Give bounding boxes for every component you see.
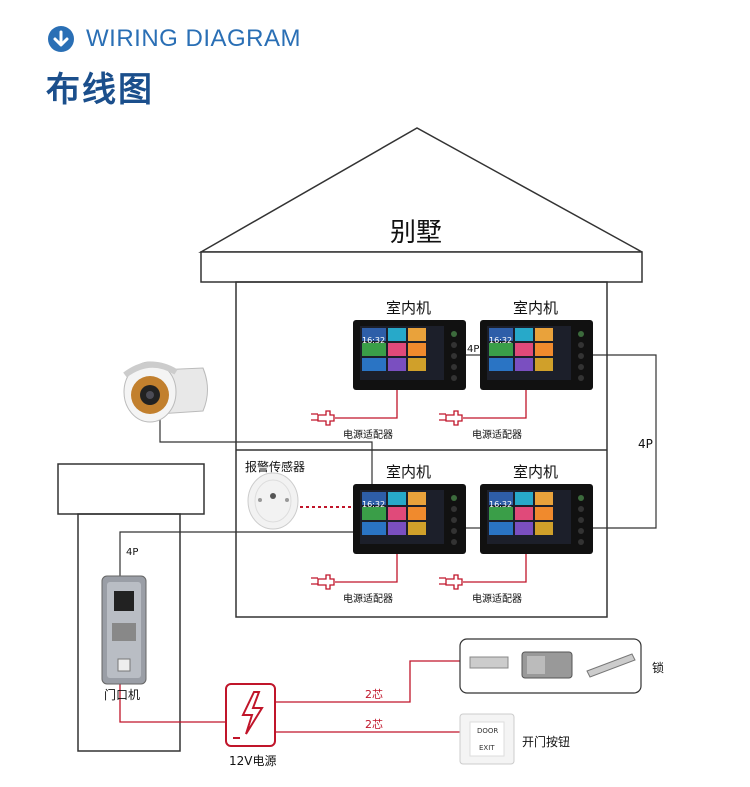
monitor-time-2: 16:32 xyxy=(489,336,513,345)
label-2core-button: 2芯 xyxy=(365,718,383,731)
alarm-sensor-label: 报警传感器 xyxy=(245,460,306,474)
exit-button xyxy=(459,713,515,765)
exit-button-label: 开门按钮 xyxy=(522,735,571,749)
adapter-plug-1 xyxy=(310,410,335,426)
label-4p-riser: 4P xyxy=(638,437,653,451)
adapter-plug-2 xyxy=(438,410,463,426)
exit-button-face-bottom: EXIT xyxy=(479,744,495,752)
header: WIRING DIAGRAM 布线图 xyxy=(0,0,750,120)
house-label: 别墅 xyxy=(390,218,443,248)
adapter-label-1: 电源适配器 xyxy=(343,430,393,441)
house-eave xyxy=(200,251,643,283)
monitor-time-3: 16:32 xyxy=(362,500,386,509)
indoor-monitor-4 xyxy=(480,484,593,554)
monitor-time-1: 16:32 xyxy=(362,336,386,345)
adapter-wire-4 xyxy=(463,554,527,583)
door-post-body xyxy=(77,513,181,752)
adapter-wire-2 xyxy=(463,390,527,419)
adapter-plug-3 xyxy=(310,574,335,590)
alarm-sensor xyxy=(247,472,299,530)
wire-door-station xyxy=(119,531,353,578)
indoor-monitor-label-4: 室内机 xyxy=(513,463,559,481)
label-4p-door: 4P xyxy=(126,547,139,558)
indoor-monitor-label-3: 室内机 xyxy=(386,463,432,481)
door-station xyxy=(101,575,147,685)
adapter-label-2: 电源适配器 xyxy=(472,430,522,441)
wire-power-to-lock xyxy=(275,660,460,703)
monitor-time-4: 16:32 xyxy=(489,500,513,509)
adapter-wire-1 xyxy=(335,390,398,419)
door-station-label: 门口机 xyxy=(104,688,141,702)
adapter-plug-4 xyxy=(438,574,463,590)
lock-label: 锁 xyxy=(652,661,665,675)
adapter-wire-3 xyxy=(335,554,398,583)
bullet-camera xyxy=(123,361,208,423)
down-arrow-circle-icon xyxy=(48,26,74,52)
power-supply-label: 12V电源 xyxy=(229,754,277,768)
title-en: WIRING DIAGRAM xyxy=(86,25,301,52)
title-cn: 布线图 xyxy=(46,70,154,110)
label-2core-lock: 2芯 xyxy=(365,688,383,701)
indoor-monitor-label-1: 室内机 xyxy=(386,299,432,317)
label-4p-top: 4P xyxy=(467,344,480,355)
adapter-label-3: 电源适配器 xyxy=(343,594,393,605)
lock-box xyxy=(459,638,642,694)
indoor-monitor-3 xyxy=(353,484,466,554)
exit-button-face-top: DOOR xyxy=(477,727,499,735)
adapter-label-4: 电源适配器 xyxy=(472,594,522,605)
indoor-monitor-2 xyxy=(480,320,593,390)
indoor-monitor-label-2: 室内机 xyxy=(513,299,559,317)
wire-door-to-power xyxy=(119,684,226,723)
indoor-monitor-1 xyxy=(353,320,466,390)
power-supply xyxy=(225,683,276,747)
wire-camera xyxy=(159,412,373,484)
wire-right-riser xyxy=(593,354,657,529)
door-post-top xyxy=(57,463,205,515)
